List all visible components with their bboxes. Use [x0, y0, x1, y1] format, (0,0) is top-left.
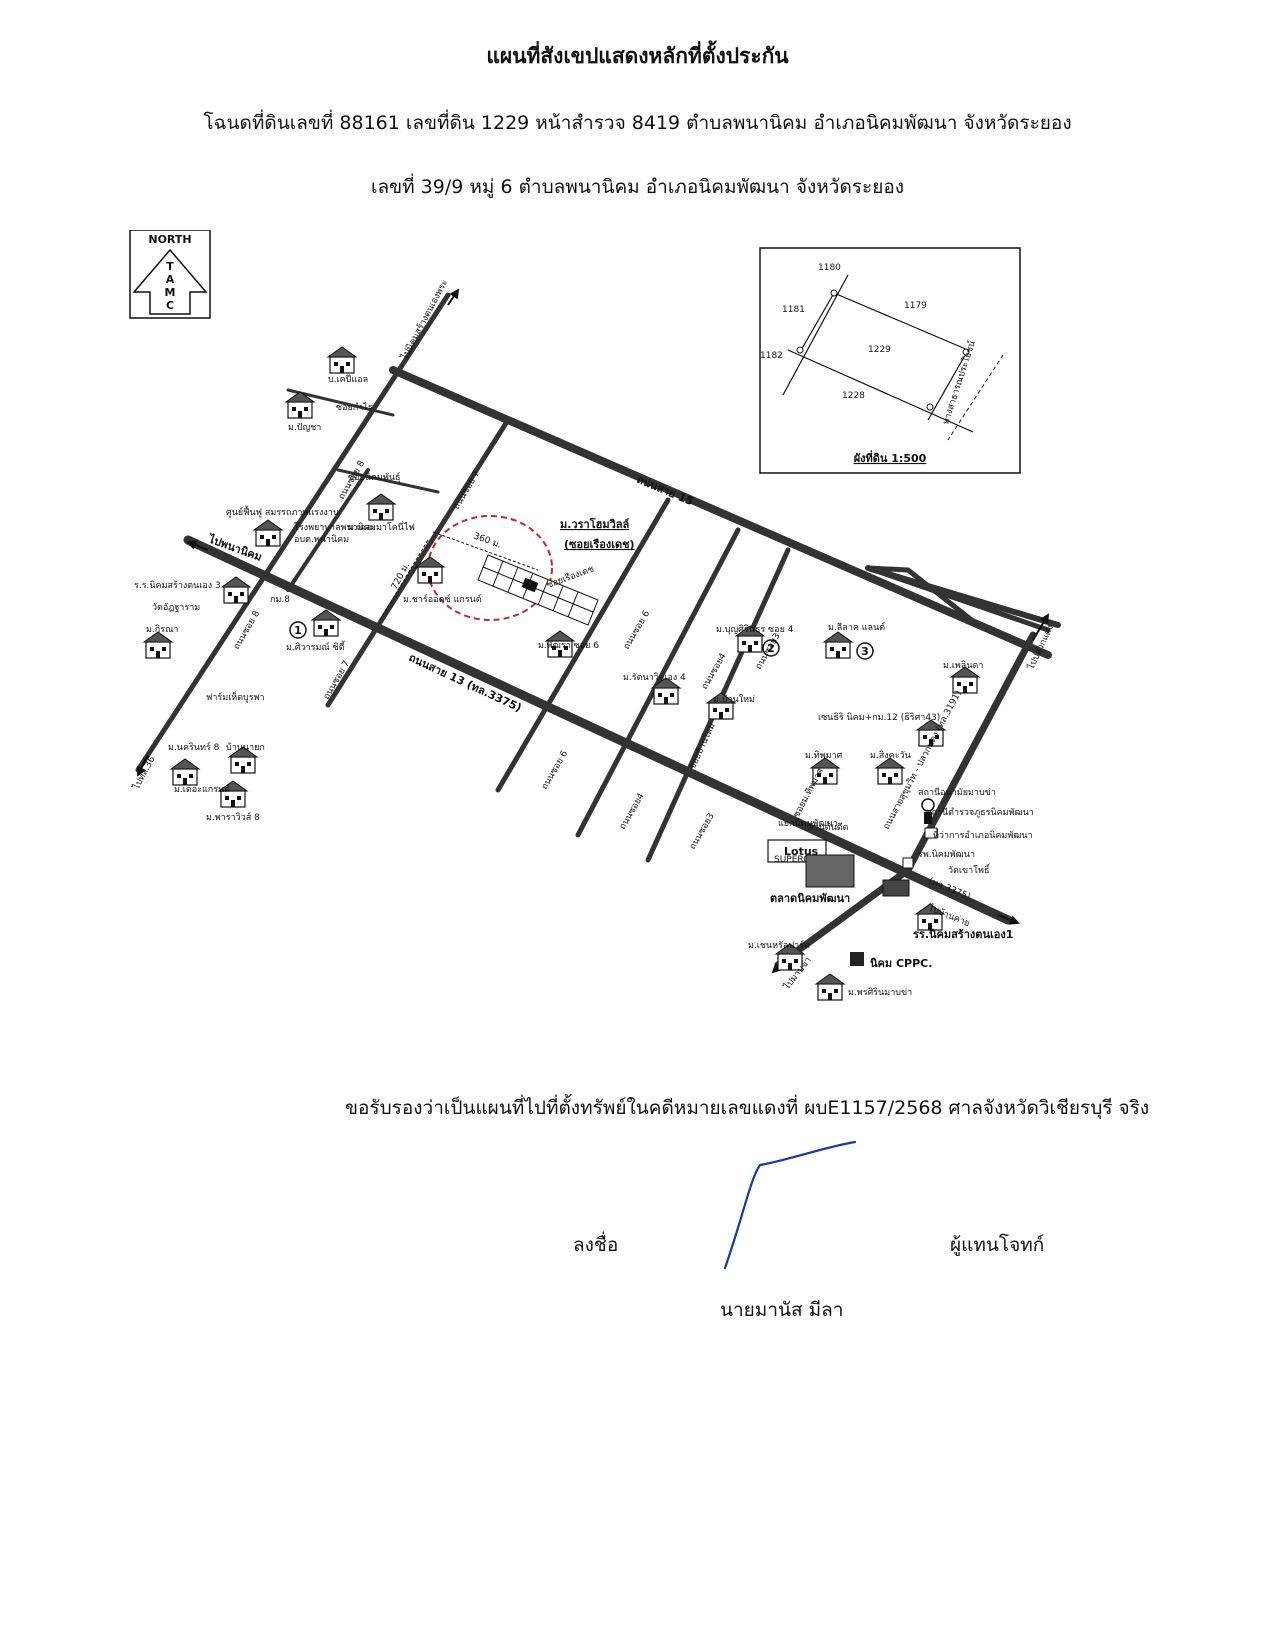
label-phornsirin: ม.พรศิรินมาบข่า [848, 987, 912, 998]
label-thipmat: ม.ทิพมาศ [805, 750, 843, 761]
marker-3: 3 [861, 645, 869, 658]
address-line: เลขที่ 39/9 หมู่ 6 ตำบลพนานิคม อำเภอนิคม… [370, 176, 905, 198]
label-cl: ม.ลีลาค แลนด์ [828, 621, 885, 633]
label-soi3-bottom: ถนนซอย3 [688, 812, 717, 852]
label-kirana: ม.กิรณา [146, 624, 178, 635]
label-wat: วัดเขาโพธิ์ [948, 863, 991, 876]
document-title: แผนที่สังเขปแสดงหลักที่ตั้งประกัน [486, 43, 789, 68]
label-to-top: ไปนิคมสร้างตนเองพระ [398, 278, 450, 362]
label-school2: รร.นิคมสร้างตนเอง1 [913, 928, 1013, 941]
label-km8: กม.8 [270, 595, 290, 605]
north-letter-c: C [166, 299, 174, 312]
label-soi-banmai: ซอยบ้านใหม่ [687, 721, 718, 771]
label-soi-nikom: ซอยนิคมพันธุ์ [348, 471, 400, 483]
label-cppc: นิคม CPPC. [870, 957, 932, 970]
label-soi6-top: ถนนซอย 6 [622, 609, 652, 652]
parcel-inset: 1180 1179 1181 1229 1182 1228 ทางสาธารณป… [759, 247, 1021, 474]
label-parawin: ม.พาราวิวส์ 8 [206, 811, 260, 823]
label-phattra: ม.พัฒรา ซอย 6 [538, 641, 599, 651]
signer-name: นายมานัส มีลา [720, 1299, 844, 1321]
parcel-1181: 1181 [782, 305, 805, 315]
label-temple: วัดอัฏฐาราม [152, 603, 200, 613]
road-15-line [389, 366, 1052, 659]
label-phlinda: ม.เพลินดา [943, 660, 983, 671]
label-soi4-bottom: ถนนซอย4 [618, 791, 647, 831]
parcel-1229: 1229 [868, 345, 891, 355]
road-network [135, 292, 1061, 969]
label-chain: ม.เชนหรัลปาร์ค [748, 939, 810, 951]
label-centrio: เซนธิริ นิคม+กม.12 (ธิริศา43) [818, 712, 940, 723]
label-siwaram: ม.ศิวารมณ์ ซิตี้ [286, 640, 346, 653]
label-rattana: ม.รัตนาวิลเอง 4 [623, 672, 686, 683]
marker-2: 2 [767, 642, 775, 655]
label-soi6-bottom: ถนนซอย 6 [540, 749, 570, 792]
label-warao-soi: (ซอยเรืองเดช) [564, 538, 635, 551]
label-police: สถานีตำรวจภูธรนิคมพัฒนา [926, 807, 1034, 818]
label-junction: แยกนิคมพัฒนา [778, 818, 838, 829]
parcel-1228: 1228 [842, 391, 865, 401]
label-water: สถานีอนามัยมาบข่า [918, 787, 996, 798]
north-letter-t: T [166, 260, 174, 273]
label-hospital: โรงพยาบาลพนานิคม [294, 522, 376, 533]
north-arrow-box: NORTH T A M C [129, 230, 211, 319]
label-kpl: บ.เคปีแอล [328, 374, 368, 385]
sketch-map: NORTH T A M C 1180 1179 1181 1229 1182 1… [128, 230, 1088, 1050]
label-grand: ม.เดอะแกรนด์ [174, 783, 230, 795]
north-letter-m: M [165, 286, 176, 299]
label-phap: ล้านต้นตีด [808, 822, 849, 833]
label-school: ร.ร.นิคมสร้างตนเอง 3 [134, 580, 221, 591]
handwritten-signature [723, 1140, 857, 1270]
label-warao: ม.วราโฮมวิลล์ [560, 517, 629, 531]
label-district: ที่ว่าการอำเภอนิคมพัฒนา [933, 828, 1033, 841]
left-highway-line [135, 292, 451, 773]
label-colony: ม.เดอะมาโคนี่ไฟ [348, 520, 415, 533]
deed-line: โฉนดที่ดินเลขที่ 88161 เลขที่ดิน 1229 หน… [203, 112, 1072, 134]
label-panya: ม.ปัญชา [288, 423, 321, 433]
label-bunsirin: ม.บุญศิรินธร ซอย 4 [716, 624, 794, 635]
label-health: รพ.นิคมพัฒนา [918, 849, 975, 860]
label-market: ตลาดนิคมพัฒนา [770, 892, 850, 905]
north-label: NORTH [148, 233, 191, 246]
parcel-1179: 1179 [904, 301, 927, 311]
label-soi-rueang: ซอยเรืองเดช [545, 564, 595, 591]
sign-label: ลงชื่อ [573, 1234, 619, 1256]
label-center: ศูนย์ฟื้นฟู สมรรถภาพแรงงาน [226, 505, 339, 518]
label-narin: ม.นครินทร์ 8 [168, 741, 220, 753]
label-soi7-top: ถนนซอย 7 [452, 469, 482, 511]
label-banmai: ม.บ้านใหม่ [713, 694, 755, 705]
target-parcel-area [379, 515, 599, 626]
label-farm: ฟาร์มเห็ดบูรพา [206, 690, 265, 703]
parcel-1180: 1180 [818, 263, 841, 273]
north-letter-a: A [166, 273, 175, 286]
label-ob: อบต.พนานิคม [294, 534, 349, 545]
road-13-line [183, 535, 1013, 925]
landmark-shapes: Lotus SUPERCENTER [767, 798, 938, 966]
label-singha: ม.สิงคะวัน [870, 750, 911, 761]
signer-role: ผู้แทนโจทก์ [950, 1234, 1045, 1256]
place-labels: บ.เคปีแอล ม.ปัญชา ศูนย์ฟื้นฟู สมรรถภาพแร… [134, 374, 1034, 998]
marker-1: 1 [294, 624, 302, 637]
label-ban-nayok: บ้านนายก [226, 742, 265, 753]
parcel-caption: ผังที่ดิน 1:500 [854, 450, 927, 465]
label-charoen: ม.ชาร์ออคซ์ แกรนด์ [403, 593, 482, 605]
parcel-1182: 1182 [760, 351, 783, 361]
label-soi-kamrai: ซอยกำไร [336, 402, 373, 413]
markers: 1 2 3 [289, 621, 874, 660]
label-soi-thipmat: ซอยม.ทิพมาศ [791, 766, 826, 819]
certification-text: ขอรับรองว่าเป็นแผนที่ไปที่ตั้งทรัพย์ในคด… [345, 1097, 1150, 1119]
